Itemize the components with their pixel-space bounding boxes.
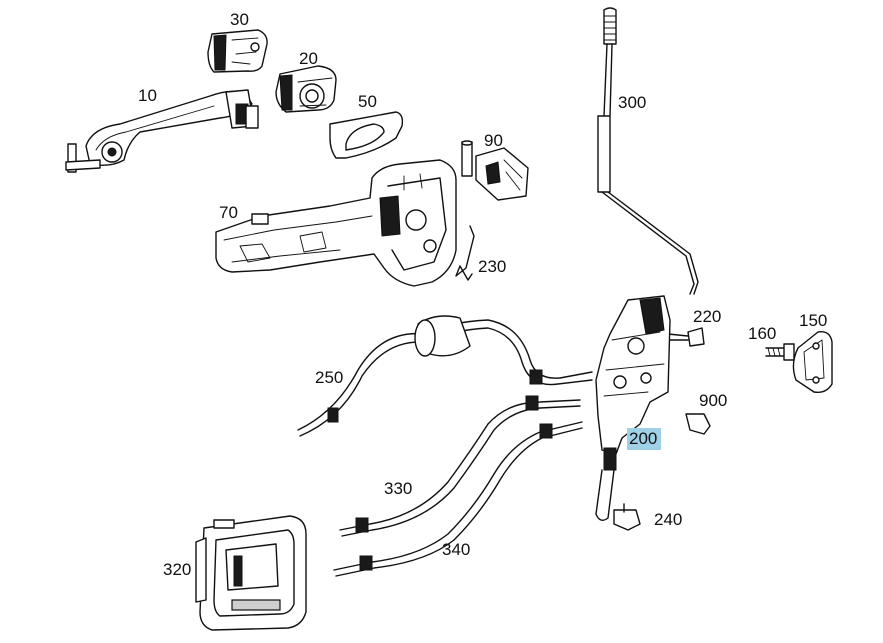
- part-label-320: 320: [163, 560, 191, 579]
- part-50-gasket[interactable]: [329, 111, 404, 159]
- part-label-200-highlight: [627, 428, 661, 450]
- part-label-10: 10: [138, 86, 157, 105]
- part-label-230: 230: [478, 257, 506, 276]
- part-320-inner-handle[interactable]: [195, 515, 307, 631]
- part-90-bracket[interactable]: [461, 140, 529, 201]
- part-30-handle-cap[interactable]: [207, 29, 268, 73]
- part-70-handle-carrier[interactable]: [215, 159, 457, 287]
- part-label-200: 200: [629, 429, 657, 448]
- part-300-rod[interactable]: [597, 7, 699, 295]
- part-label-20: 20: [299, 49, 318, 68]
- part-230-spring[interactable]: [455, 225, 475, 281]
- part-250-cable[interactable]: [297, 315, 593, 437]
- part-label-220: 220: [693, 307, 721, 326]
- part-label-340: 340: [442, 540, 470, 559]
- part-label-70: 70: [219, 203, 238, 222]
- part-label-150: 150: [799, 311, 827, 330]
- part-150-striker[interactable]: [792, 331, 833, 394]
- part-label-330: 330: [384, 479, 412, 498]
- part-340-cable[interactable]: [333, 421, 583, 577]
- part-label-30: 30: [230, 10, 249, 29]
- part-label-160: 160: [748, 324, 776, 343]
- part-label-300: 300: [618, 93, 646, 112]
- part-160-bolt[interactable]: [765, 343, 795, 361]
- part-240-clip[interactable]: [613, 503, 641, 531]
- part-220-screw[interactable]: [667, 327, 705, 347]
- part-label-240: 240: [654, 510, 682, 529]
- part-900-connector[interactable]: [685, 413, 711, 435]
- part-330-cable[interactable]: [339, 395, 581, 537]
- part-label-900: 900: [699, 391, 727, 410]
- part-label-250: 250: [315, 368, 343, 387]
- part-10-outer-handle[interactable]: [65, 89, 259, 173]
- part-label-90: 90: [484, 131, 503, 150]
- part-20-cylinder-housing[interactable]: [275, 65, 337, 113]
- part-label-50: 50: [358, 92, 377, 111]
- part-200-lock-assembly[interactable]: [595, 295, 671, 521]
